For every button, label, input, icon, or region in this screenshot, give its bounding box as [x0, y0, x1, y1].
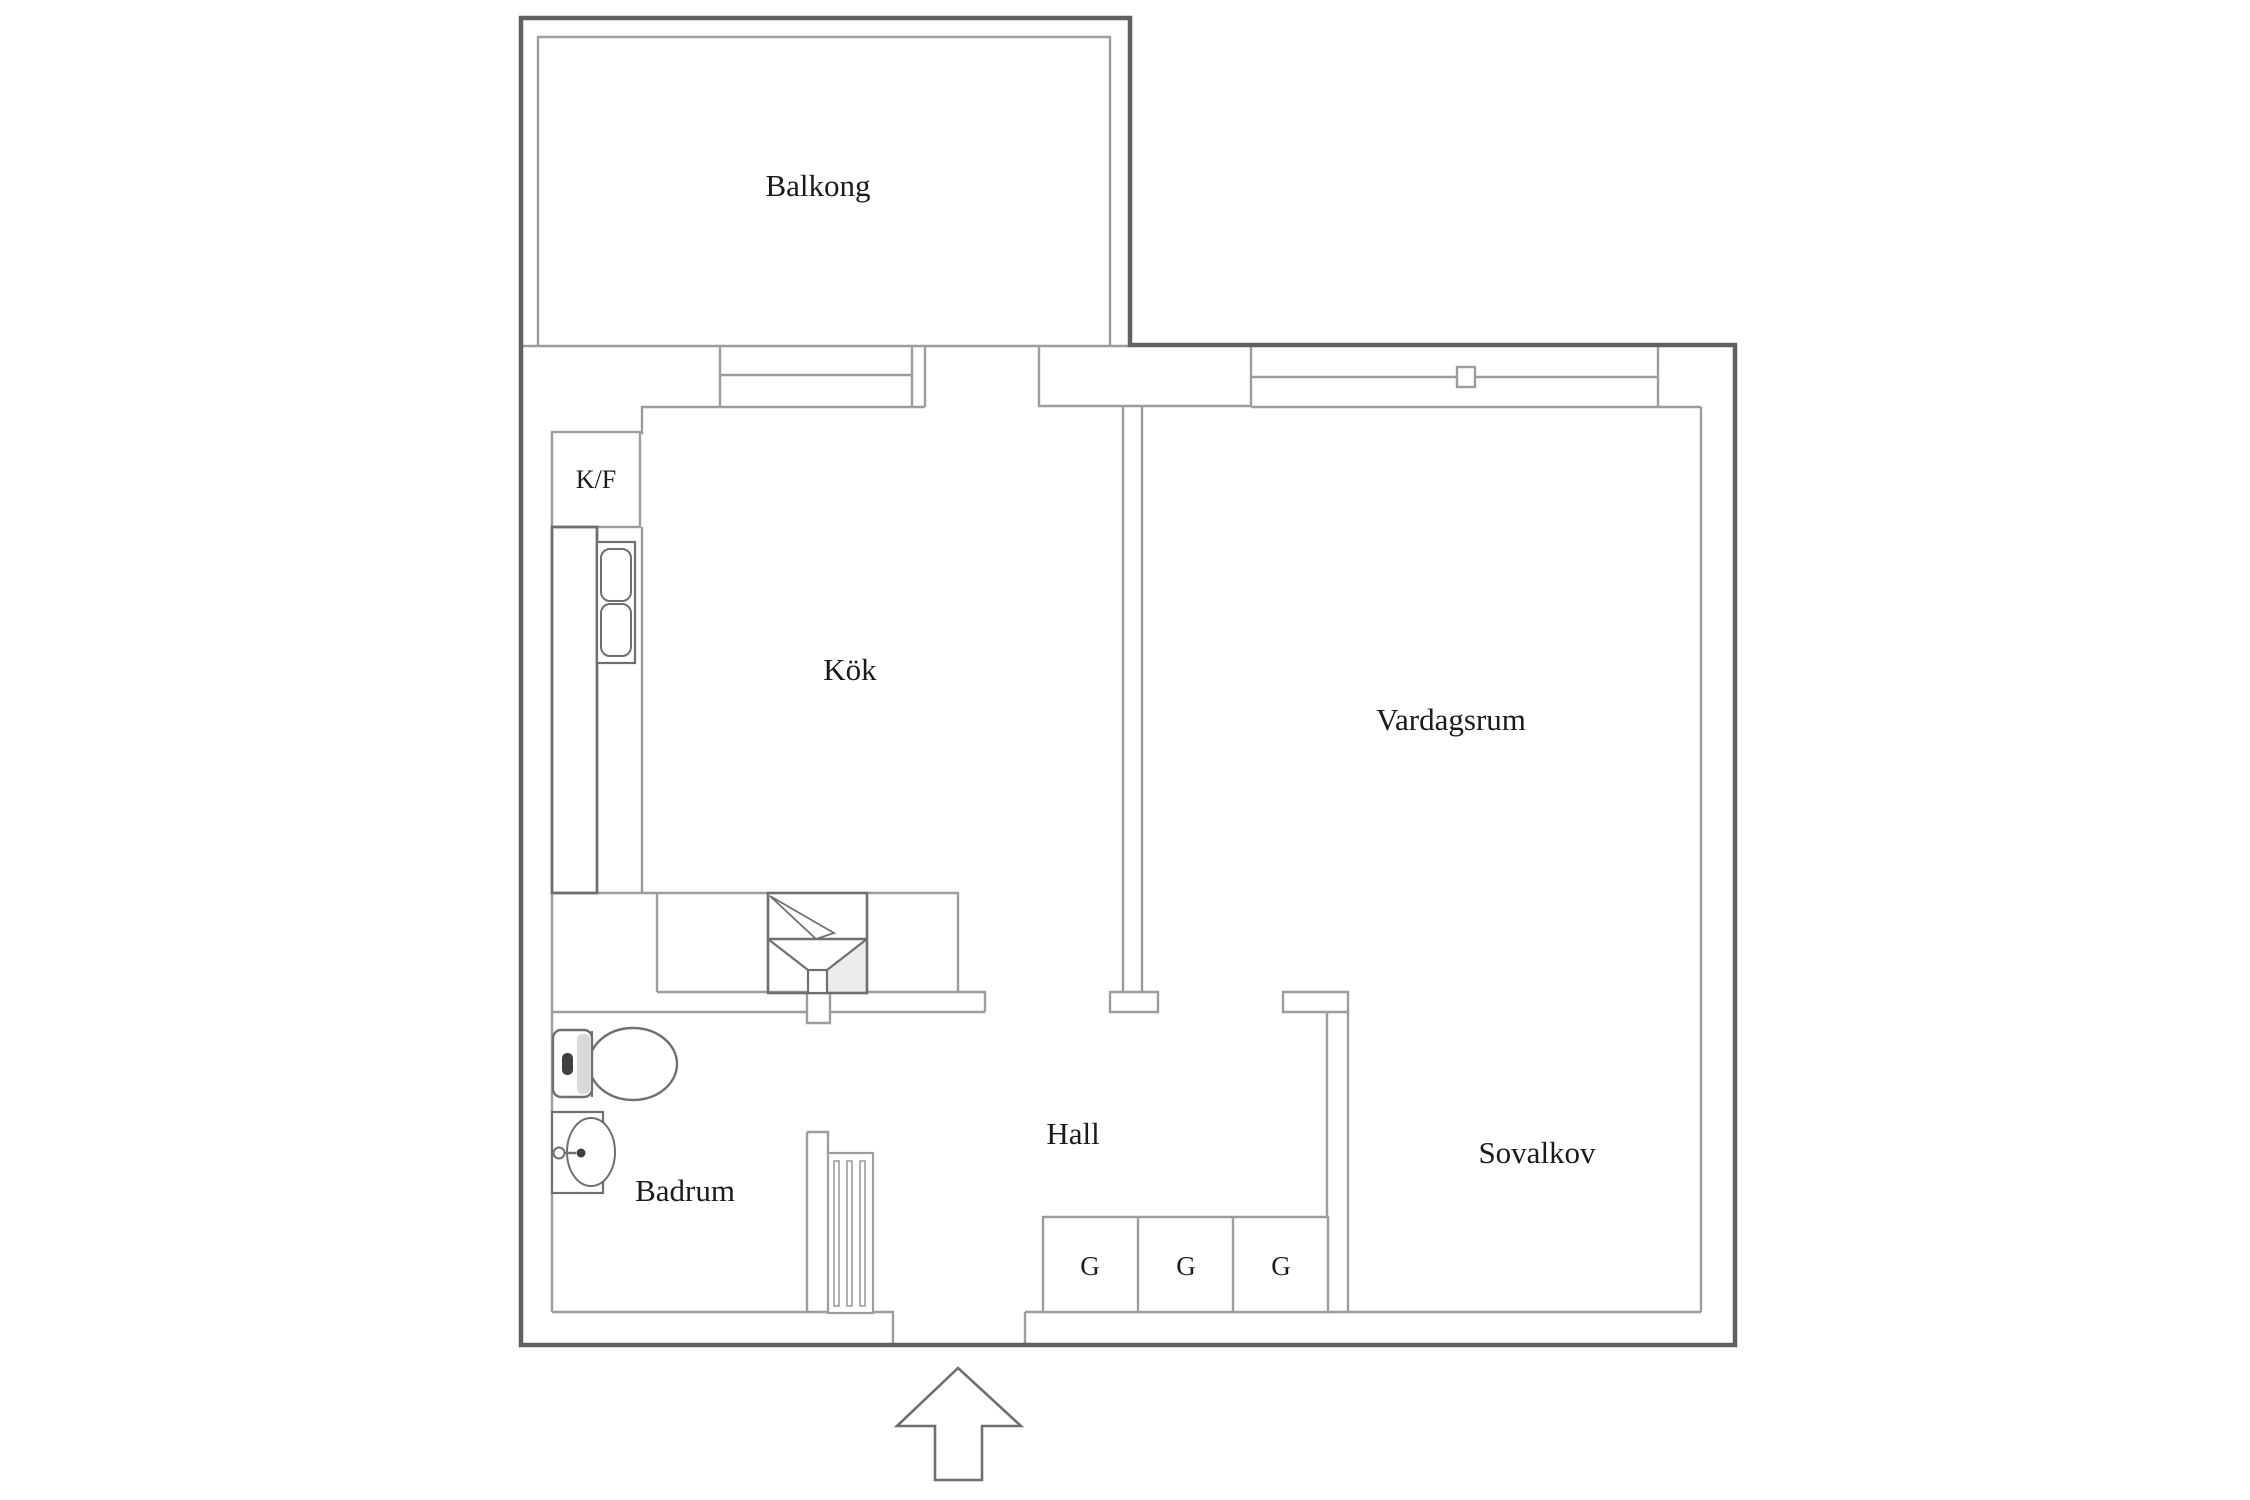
kitchen-hall-wall [552, 990, 987, 1025]
toilet-flush-handle [562, 1053, 573, 1075]
stove-spout [806, 968, 829, 995]
top-wall-block [1037, 346, 1253, 408]
stove-funnel [767, 938, 868, 971]
label-wardrobe-2: G [1176, 1251, 1196, 1281]
radiator-slat [859, 1160, 866, 1307]
label-wardrobe-3: G [1271, 1251, 1291, 1281]
entrance-arrow-icon [893, 1366, 1025, 1482]
stove-icon [766, 891, 869, 995]
room-label-hall: Hall [1046, 1116, 1099, 1151]
kitchen-sink-basin-top [600, 548, 632, 602]
label-wardrobe-1: G [1080, 1251, 1100, 1281]
room-label-balcony: Balkong [765, 168, 870, 203]
washbasin-faucet-base [552, 1146, 566, 1160]
bottom-wall-inner-face [1023, 1310, 1701, 1345]
top-left-wall-step [552, 405, 720, 435]
wardrobe-box [1041, 1215, 1330, 1314]
radiator-icon [826, 1151, 875, 1315]
washbasin-icon [550, 1110, 616, 1195]
outer-wall-outline [518, 15, 1738, 1348]
room-label-bathroom: Badrum [635, 1173, 735, 1208]
kitchen-window [718, 346, 927, 409]
stove-door-swing [769, 895, 837, 941]
kitchen-counter-icon [550, 525, 599, 895]
balcony-railing-inner [536, 35, 1112, 346]
living-room-window [1251, 345, 1660, 409]
wardrobe-dividers [1136, 1217, 1235, 1312]
kitchen-sink-icon [595, 540, 637, 665]
kitchen-sink-basin-bottom [600, 603, 632, 657]
kitchen-livingroom-divider-wall [1108, 406, 1160, 1014]
wardrobe-boxes [1041, 1215, 1330, 1314]
radiator-slat [833, 1160, 840, 1307]
toilet-bowl [587, 1026, 679, 1102]
hall-alcove-wall [1281, 990, 1350, 1312]
window-mullion [1455, 365, 1477, 389]
room-label-kitchen: Kök [823, 652, 877, 687]
toilet-cistern-shade [577, 1034, 590, 1094]
stove-shading [827, 939, 867, 993]
label-fridge-freezer: K/F [576, 465, 616, 494]
radiator-slat [846, 1160, 853, 1307]
kitchen-counter-edges [597, 527, 960, 993]
room-label-sleeping-alcove: Sovalkov [1478, 1135, 1596, 1170]
bathroom-walls [552, 1130, 895, 1345]
toilet-icon [551, 1026, 679, 1102]
washbasin-faucet-knob [576, 1148, 586, 1158]
right-wall-inner-face [1658, 405, 1703, 1312]
inner-walls [521, 35, 1703, 1345]
room-label-living-room: Vardagsrum [1376, 702, 1526, 737]
fridge-freezer-box [550, 430, 642, 529]
